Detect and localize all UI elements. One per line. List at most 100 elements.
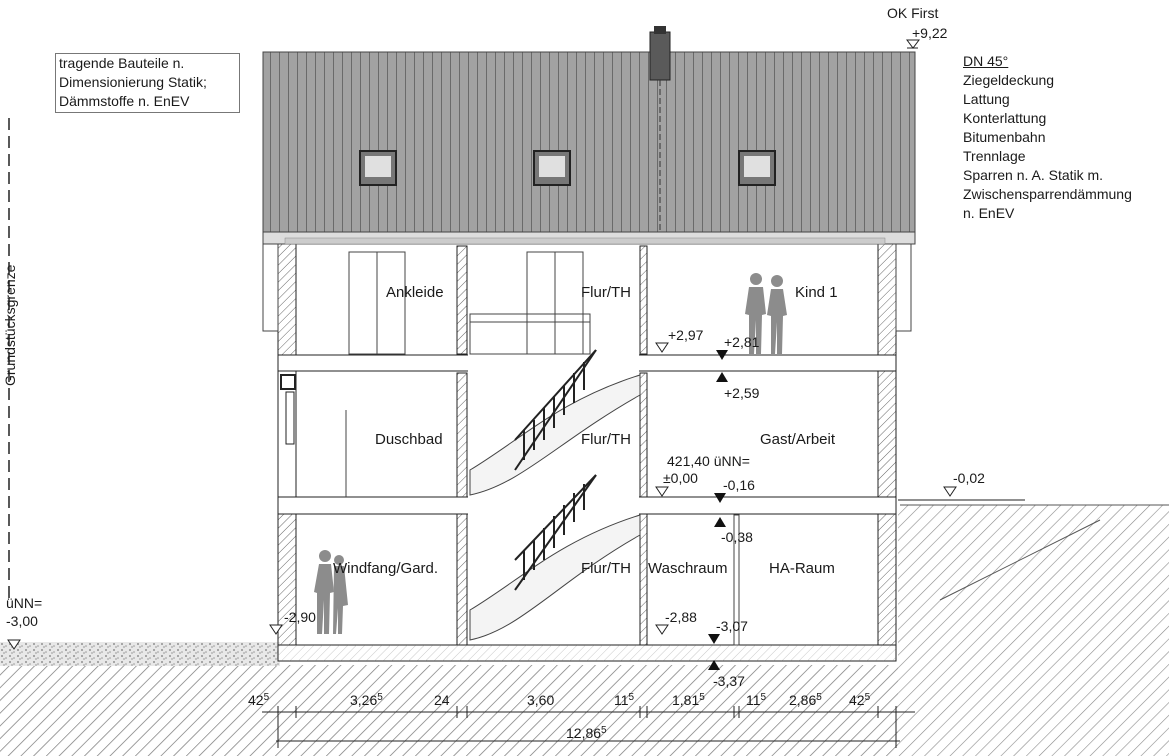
level-nn-left-label: üNN= <box>6 595 42 611</box>
svg-text:115: 115 <box>746 692 767 708</box>
room-flur-ground: Flur/TH <box>581 431 631 448</box>
roof-layer: Trennlage <box>963 148 1026 164</box>
room-waschraum: Waschraum <box>648 560 727 577</box>
person-figure <box>314 550 348 634</box>
ridge-label: OK First <box>887 5 938 21</box>
level-attic-finished: +2,97 <box>668 327 704 343</box>
gravel-strip <box>0 642 280 666</box>
roof-layer: Lattung <box>963 91 1010 107</box>
level-ground-zero: ±0,00 <box>663 470 698 486</box>
level-marker-filled-icon <box>714 517 726 527</box>
level-marker-icon <box>906 39 920 49</box>
level-marker-filled-icon <box>708 634 720 644</box>
roof-layer: Konterlattung <box>963 110 1047 126</box>
svg-text:425: 425 <box>849 692 871 708</box>
dimension-ticks <box>277 706 897 748</box>
stair-railing-lower <box>514 474 597 591</box>
roof-layer: Sparren n. A. Statik m. <box>963 167 1104 183</box>
inner-wall-wasch <box>733 514 740 646</box>
level-ground-ceiling: +2,59 <box>724 385 760 401</box>
room-flur-attic: Flur/TH <box>581 284 631 301</box>
wall-right-basement <box>877 504 897 646</box>
roof-pitch: DN 45° <box>963 53 1009 69</box>
roof-insulation <box>284 237 886 245</box>
svg-text:1,815: 1,815 <box>672 692 705 708</box>
level-basement-raw: -3,07 <box>716 618 748 634</box>
level-marker-filled-icon <box>716 350 728 360</box>
chimney <box>649 31 671 81</box>
dormer-window-pane <box>539 156 565 177</box>
dimension-segment: 1,815 <box>672 692 705 708</box>
svg-text:12,865: 12,865 <box>566 725 607 741</box>
room-ankleide: Ankleide <box>386 284 444 301</box>
dormer-window-pane <box>744 156 770 177</box>
room-ha-raum: HA-Raum <box>769 560 835 577</box>
stair-upper <box>469 374 641 496</box>
dimension-segment: 425 <box>248 692 270 708</box>
stair-gap-attic <box>468 352 639 374</box>
railing <box>469 313 591 355</box>
level-marker-icon <box>269 624 283 635</box>
stair-railing-upper <box>514 349 597 471</box>
level-marker-icon <box>655 486 669 497</box>
svg-text:3,265: 3,265 <box>350 692 383 708</box>
person-figure <box>745 273 787 354</box>
room-flur-basement: Flur/TH <box>581 560 631 577</box>
eave-right <box>895 242 912 332</box>
window-frame <box>285 391 295 445</box>
roof-spec: DN 45° Ziegeldeckung Lattung Konterlattu… <box>963 52 1132 223</box>
level-marker-icon <box>7 639 21 650</box>
note-line: tragende Bauteile n. <box>59 55 185 71</box>
inner-wall-right-basement <box>639 511 648 646</box>
roof-layer: Ziegeldeckung <box>963 72 1055 88</box>
slope-line <box>939 519 1101 601</box>
level-ground-raw: -0,16 <box>723 477 755 493</box>
level-marker-icon <box>943 486 957 497</box>
level-marker-icon <box>655 624 669 635</box>
roof-layer: n. EnEV <box>963 205 1015 221</box>
wall-right-ground <box>877 369 897 499</box>
level-basement-ceiling: -0,38 <box>721 529 753 545</box>
level-marker-icon <box>655 342 669 353</box>
inner-wall-right-attic <box>639 245 648 355</box>
level-left-finished: -2,90 <box>284 609 316 625</box>
roof <box>262 51 916 233</box>
roof-layer: Bitumenbahn <box>963 129 1046 145</box>
dimension-segment: 115 <box>614 692 635 708</box>
dimension-segment: 115 <box>746 692 767 708</box>
room-gast-arbeit: Gast/Arbeit <box>760 431 836 448</box>
structure-note: tragende Bauteile n. Dimensionierung Sta… <box>55 53 240 113</box>
room-windfang: Windfang/Gard. <box>333 560 438 577</box>
svg-text:3,60: 3,60 <box>527 692 554 708</box>
note-line: Dämmstoffe n. EnEV <box>59 93 190 109</box>
stair-gap-ground <box>468 495 639 517</box>
level-marker-filled-icon <box>708 660 720 670</box>
dimension-segment: 3,60 <box>527 692 554 708</box>
level-marker-filled-icon <box>716 372 728 382</box>
level-nn-left-value: -3,00 <box>6 613 38 629</box>
chimney-cap <box>654 26 666 34</box>
basement-slab-hatch <box>278 645 896 661</box>
svg-text:2,865: 2,865 <box>789 692 822 708</box>
roof-layer: Zwischensparrendämmung <box>963 186 1132 202</box>
ridge-level: +9,22 <box>912 25 948 41</box>
inner-wall-right-ground <box>639 372 648 499</box>
room-duschbad: Duschbad <box>375 431 443 448</box>
level-nn-reference: 421,40 üNN= <box>667 453 750 469</box>
inner-wall-left-basement <box>456 511 468 646</box>
dimension-segment: 425 <box>849 692 871 708</box>
level-terrain-right: -0,02 <box>953 470 985 486</box>
note-line: Dimensionierung Statik; <box>59 74 207 90</box>
svg-text:115: 115 <box>614 692 635 708</box>
wall-lamp <box>280 374 296 390</box>
level-basement-bottom: -3,37 <box>713 673 745 689</box>
level-basement-finished: -2,88 <box>665 609 697 625</box>
dimension-segment: 3,265 <box>350 692 383 708</box>
wall-left-attic <box>277 242 297 358</box>
wall-right-attic <box>877 242 897 358</box>
svg-text:24: 24 <box>434 692 450 708</box>
terrain-left-fill <box>0 660 898 756</box>
inner-wall-left-attic <box>456 245 468 355</box>
inner-wall-left-ground <box>456 372 468 499</box>
